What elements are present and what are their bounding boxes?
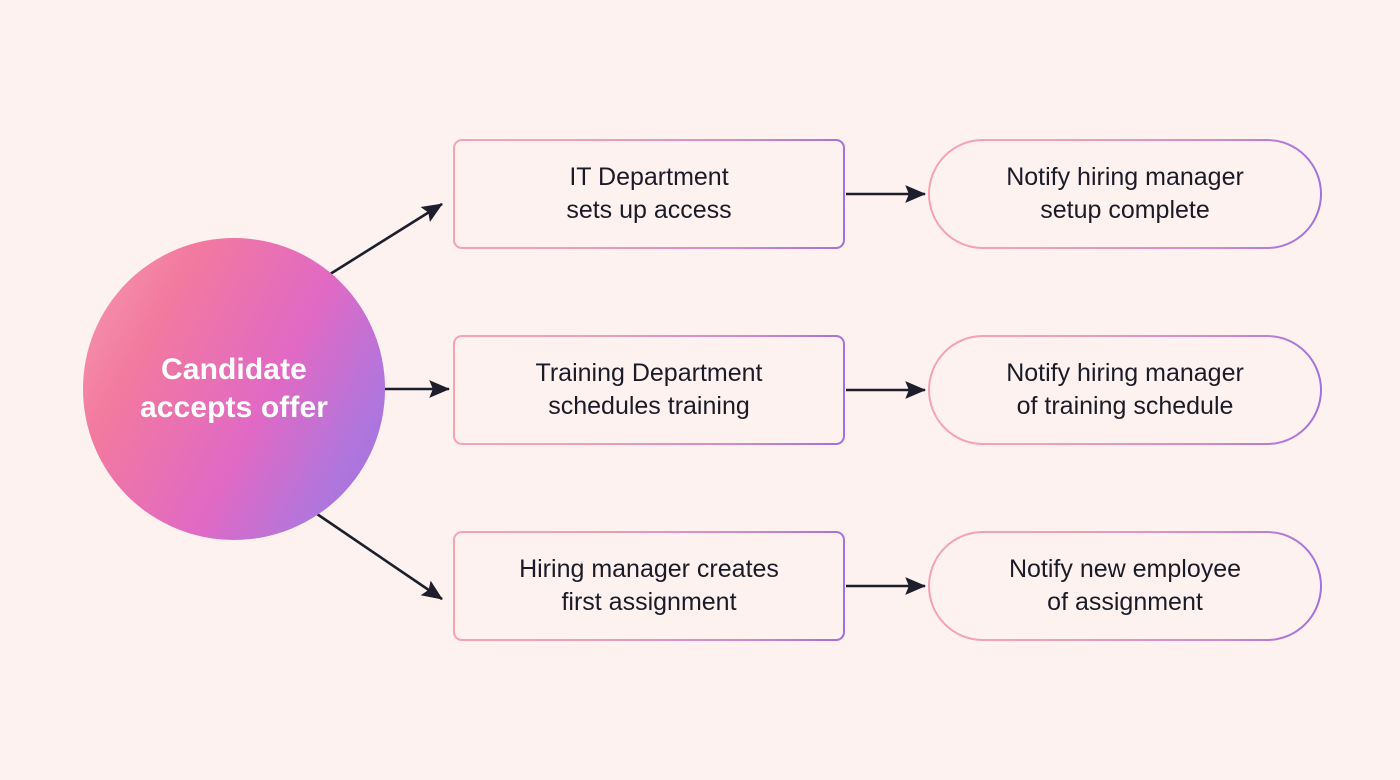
connector-start-to-it [326, 202, 443, 278]
node-label-candidate-accepts-offer: Candidate accepts offer [139, 352, 329, 424]
node-label-training-department-schedules-training: Training Department schedules training [535, 358, 763, 420]
node-label-notify-hiring-manager-setup-complete: Notify hiring manager setup complete [1006, 162, 1244, 224]
node-training-department-schedules-training[interactable]: Training Department schedules training [453, 335, 845, 445]
node-label-hiring-manager-creates-first-assignment: Hiring manager creates first assignment [519, 554, 779, 616]
node-label-notify-hiring-manager-of-training-schedule: Notify hiring manager of training schedu… [1006, 358, 1244, 420]
node-it-department-sets-up-access[interactable]: IT Department sets up access [453, 139, 845, 249]
node-notify-hiring-manager-of-training-schedule[interactable]: Notify hiring manager of training schedu… [928, 335, 1322, 445]
node-label-it-department-sets-up-access: IT Department sets up access [566, 162, 732, 224]
node-label-notify-new-employee-of-assignment: Notify new employee of assignment [1008, 554, 1242, 616]
node-hiring-manager-creates-first-assignment[interactable]: Hiring manager creates first assignment [453, 531, 845, 641]
node-candidate-accepts-offer[interactable]: Candidate accepts offer [83, 238, 385, 540]
node-notify-new-employee-of-assignment[interactable]: Notify new employee of assignment [928, 531, 1322, 641]
connector-start-to-assignment [316, 512, 443, 601]
node-notify-hiring-manager-setup-complete[interactable]: Notify hiring manager setup complete [928, 139, 1322, 249]
